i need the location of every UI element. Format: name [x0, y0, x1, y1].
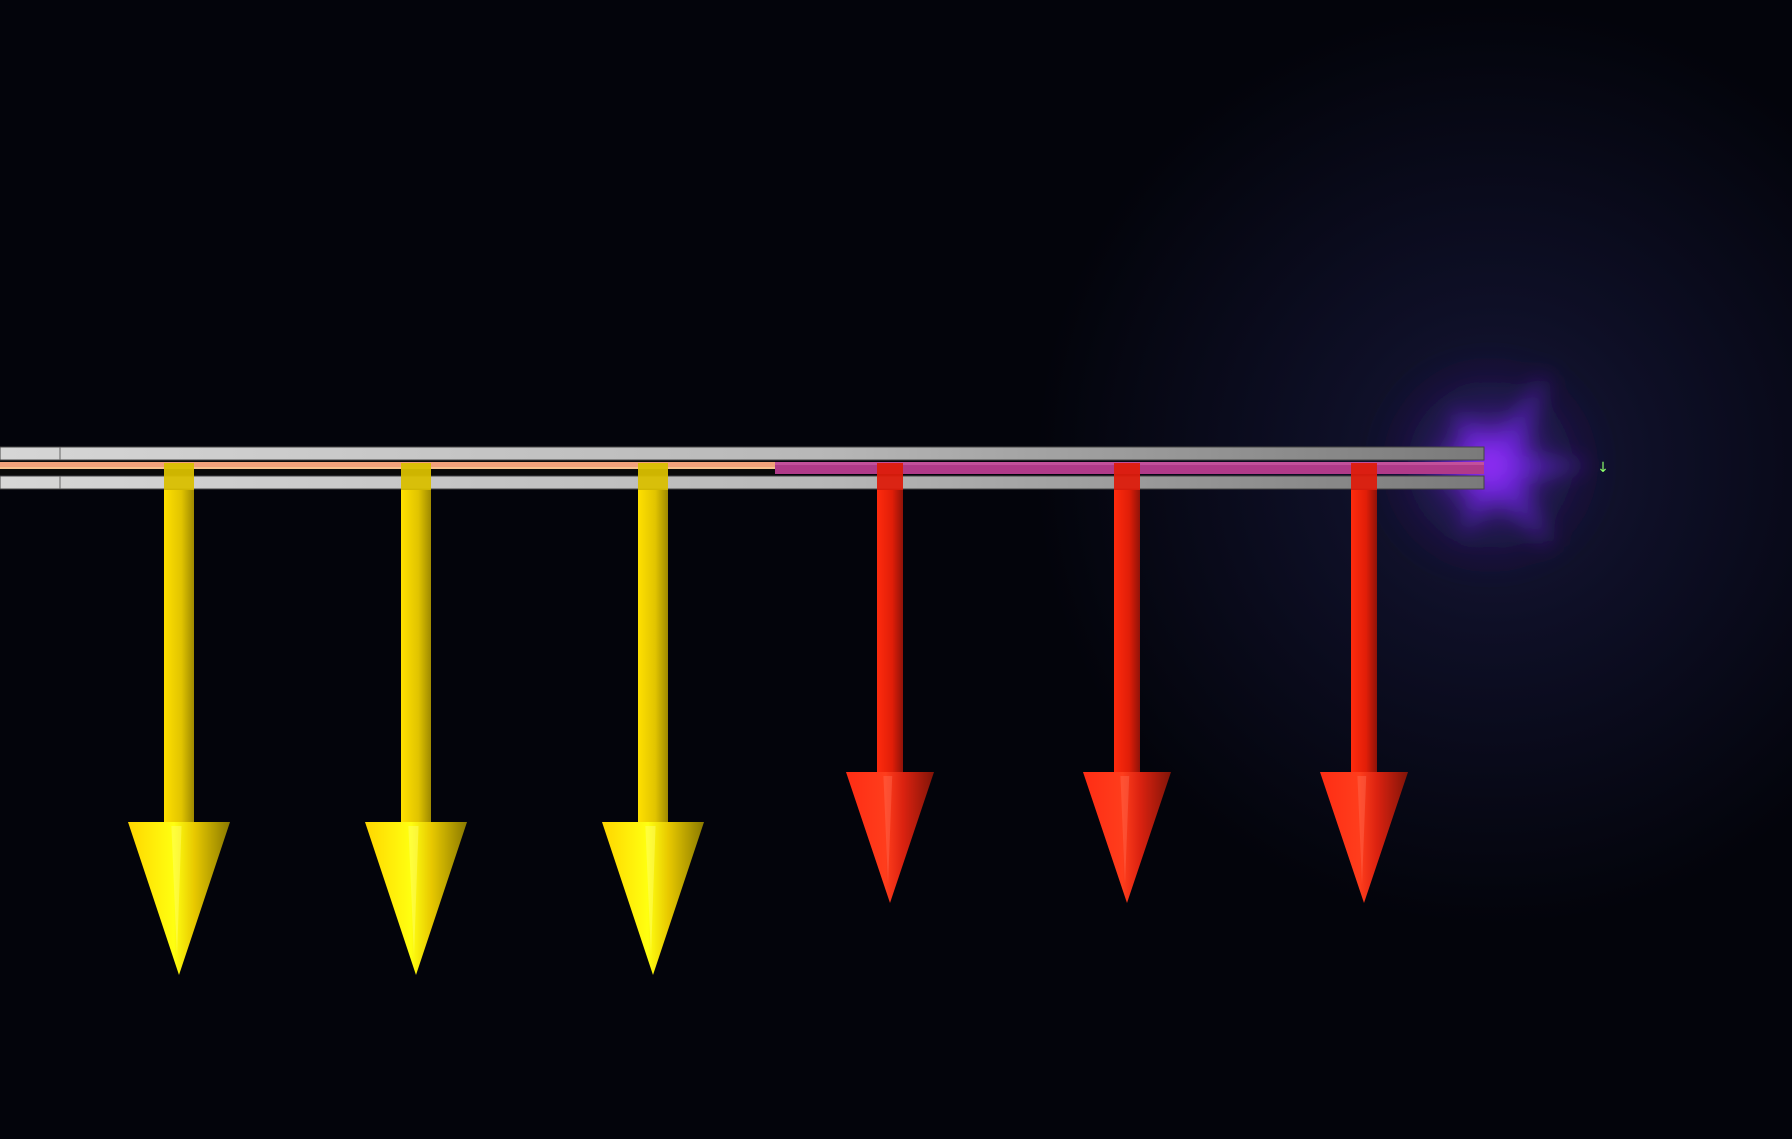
- yellow-arrow-connector: [638, 463, 668, 490]
- red-arrow: [1083, 463, 1171, 903]
- red-arrowhead-highlight: [1120, 776, 1130, 885]
- channel-strip: [0, 461, 1484, 475]
- red-arrowhead: [846, 772, 934, 903]
- red-arrow-connector: [1114, 463, 1140, 490]
- yellow-arrowhead: [365, 822, 467, 975]
- red-arrow-shaft: [877, 490, 903, 772]
- yellow-arrowhead: [128, 822, 230, 975]
- yellow-arrow-shaft: [638, 490, 668, 822]
- yellow-arrow: [365, 463, 467, 975]
- yellow-arrow: [602, 463, 704, 975]
- red-arrow-shaft: [1351, 490, 1377, 772]
- yellow-arrow-connector: [164, 463, 194, 490]
- yellow-arrow-shaft: [164, 490, 194, 822]
- yellow-arrow: [128, 463, 230, 975]
- red-arrow: [846, 463, 934, 903]
- red-arrowhead: [1083, 772, 1171, 903]
- arrow-group: [128, 463, 1408, 975]
- upper-plate: [0, 446, 1485, 461]
- yellow-arrow-shaft: [401, 490, 431, 822]
- yellow-arrow-connector: [401, 463, 431, 490]
- red-arrow-connector: [1351, 463, 1377, 490]
- purple-burst: [1350, 350, 1630, 580]
- lower-plate: [0, 475, 1485, 490]
- yellow-arrowhead: [602, 822, 704, 975]
- yellow-arrowhead-highlight: [408, 826, 419, 957]
- marker-text: ↓: [1597, 460, 1609, 476]
- red-arrow-shaft: [1114, 490, 1140, 772]
- red-arrowhead: [1320, 772, 1408, 903]
- red-arrowhead-highlight: [883, 776, 893, 885]
- red-arrow: [1320, 463, 1408, 903]
- red-arrowhead-highlight: [1357, 776, 1367, 885]
- yellow-arrowhead-highlight: [171, 826, 182, 957]
- red-arrow-connector: [877, 463, 903, 490]
- yellow-arrowhead-highlight: [645, 826, 656, 957]
